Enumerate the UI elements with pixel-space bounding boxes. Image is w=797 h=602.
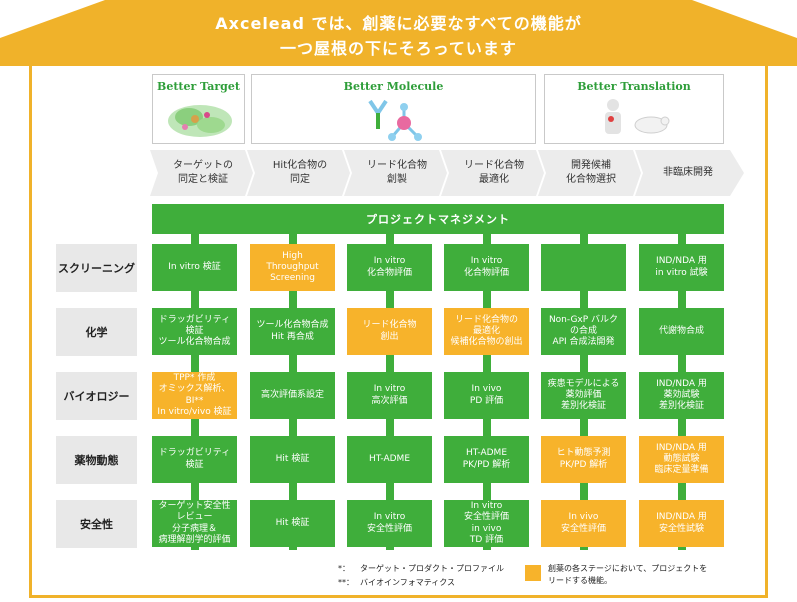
cell-pk-2: Hit 検証 [250, 436, 335, 483]
header-line-2: 一つ屋根の下にそろっています [280, 39, 517, 58]
category-title-translation: Better Translation [577, 80, 691, 93]
cell-safety-1: ターゲット安全性 レビュー 分子病理＆ 病理解剖学的評価 [152, 500, 237, 547]
footnote-1-mark: *： [338, 564, 350, 573]
stage-1: ターゲットの 同定と検証 [173, 160, 233, 185]
header-line-1: Axcelead では、創薬に必要なすべての機能が [215, 14, 582, 33]
stage-4: リード化合物 最適化 [464, 160, 524, 185]
cell-pk-6: IND/NDA 用 動態試験 臨床定量準備 [639, 436, 724, 483]
molecule-icon [368, 99, 422, 141]
cell-pk-3: HT-ADME [347, 436, 432, 483]
cell-biology-2: 高次評価系設定 [250, 372, 335, 419]
category-card-translation: Better Translation [544, 74, 724, 144]
cell-pk-1: ドラッガビリティ 検証 [152, 436, 237, 483]
cell-chemistry-6: 代謝物合成 [639, 308, 724, 355]
footnote-1: ターゲット・プロダクト・プロファイル [360, 564, 504, 573]
legend-swatch [525, 565, 541, 581]
category-card-target: Better Target [152, 74, 245, 144]
footnote-2: バイオインフォマティクス [360, 578, 456, 587]
cell-biology-3: In vitro 高次評価 [347, 372, 432, 419]
row-label-biology: バイオロジー [56, 372, 137, 420]
cell-screening-3: In vitro 化合物評価 [347, 244, 432, 291]
footnote-2-mark: **： [338, 578, 354, 587]
cell-chemistry-3: リード化合物 創出 [347, 308, 432, 355]
cell-biology-6: IND/NDA 用 薬効試験 差別化検証 [639, 372, 724, 419]
cell-biology-1: TPP* 作成 オミックス解析、 BI** In vitro/vivo 検証 [152, 372, 237, 419]
human-and-mouse-icon [605, 99, 670, 134]
cell-screening-1: In vitro 検証 [152, 244, 237, 291]
category-title-molecule: Better Molecule [343, 80, 444, 93]
protein-structure-icon [168, 105, 232, 137]
row-label-screening: スクリーニング [56, 244, 137, 292]
cell-pk-4: HT-ADME PK/PD 解析 [444, 436, 529, 483]
cell-safety-5: In vivo 安全性評価 [541, 500, 626, 547]
cell-screening-2: High Throughput Screening [250, 244, 335, 291]
row-label-safety: 安全性 [56, 500, 137, 548]
cell-safety-4: In vitro 安全性評価 in vivo TD 評価 [444, 500, 529, 547]
cell-biology-4: In vivo PD 評価 [444, 372, 529, 419]
cell-safety-2: Hit 検証 [250, 500, 335, 547]
house-frame [29, 65, 768, 598]
roof-banner [0, 0, 797, 66]
cell-safety-6: IND/NDA 用 安全性試験 [639, 500, 724, 547]
category-title-target: Better Target [157, 80, 240, 93]
stage-arrows [150, 150, 744, 196]
stage-5: 開発候補 化合物選択 [566, 160, 616, 185]
cell-screening-6: IND/NDA 用 in vitro 試験 [639, 244, 724, 291]
row-label-pharmacokinetics: 薬物動態 [56, 436, 137, 484]
stage-3: リード化合物 創製 [367, 160, 427, 185]
cell-screening-5 [541, 244, 626, 291]
project-management-bar: プロジェクトマネジメント [152, 204, 724, 234]
cell-biology-5: 疾患モデルによる 薬効評価 差別化検証 [541, 372, 626, 419]
stage-2: Hit化合物の 同定 [272, 160, 328, 185]
cell-chemistry-2: ツール化合物合成 Hit 再合成 [250, 308, 335, 355]
cell-screening-4: In vitro 化合物評価 [444, 244, 529, 291]
cell-chemistry-5: Non-GxP バルク の合成 API 合成法開発 [541, 308, 626, 355]
stage-6: 非臨床開発 [663, 167, 713, 178]
cell-safety-3: In vitro 安全性評価 [347, 500, 432, 547]
cell-chemistry-1: ドラッガビリティ 検証 ツール化合物合成 [152, 308, 237, 355]
category-card-molecule: Better Molecule [251, 74, 536, 144]
cell-chemistry-4: リード化合物の 最適化 候補化合物の創出 [444, 308, 529, 355]
row-label-chemistry: 化学 [56, 308, 137, 356]
legend-text: 創薬の各ステージにおいて、プロジェクトを リードする機能。 [548, 564, 708, 585]
cell-pk-5: ヒト動態予測 PK/PD 解析 [541, 436, 626, 483]
